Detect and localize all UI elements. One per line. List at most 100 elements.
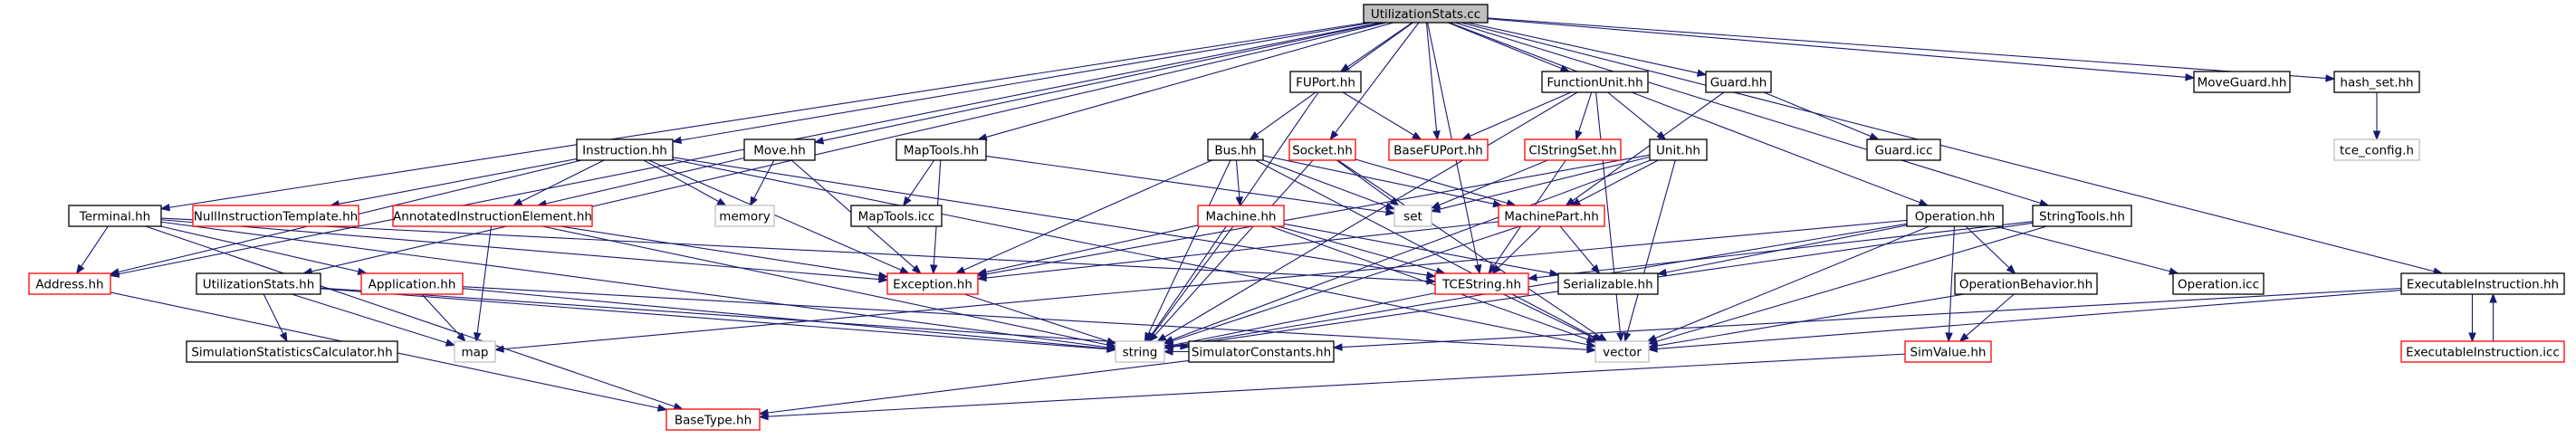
node-nullinstructiontemplate-hh[interactable]: NullInstructionTemplate.hh <box>192 205 359 227</box>
node-label: tce_config.h <box>2340 144 2414 158</box>
edge-arrowhead <box>1432 130 1441 141</box>
node-terminal-hh[interactable]: Terminal.hh <box>68 205 162 227</box>
edge-operation-hh-to-string <box>1163 223 1908 350</box>
node-application-hh[interactable]: Application.hh <box>360 272 464 295</box>
node-simulationstatisticscalculator-hh[interactable]: SimulationStatisticsCalculator.hh <box>186 340 398 363</box>
node-label: SimValue.hh <box>1910 346 1987 360</box>
edge-guard-hh-to-guard-icc <box>1763 91 1880 140</box>
node-box <box>1434 272 1529 295</box>
node-basetype-hh[interactable]: BaseType.hh <box>666 408 761 431</box>
edge-line <box>320 288 1108 350</box>
node-machine-hh[interactable]: Machine.hh <box>1197 205 1285 227</box>
edge-simvalue-hh-to-basetype-hh <box>758 353 1906 421</box>
node-executableinstruction-hh[interactable]: ExecutableInstruction.hh <box>2400 272 2565 295</box>
edge-line <box>160 217 1428 282</box>
edge-machine-hh-to-string <box>1146 225 1234 343</box>
edge-machinepart-hh-to-tcestring-hh <box>1491 225 1542 274</box>
node-instruction-hh[interactable]: Instruction.hh <box>576 138 674 161</box>
edge-line <box>753 159 775 199</box>
edge-arrowhead <box>878 275 889 283</box>
node-unit-hh[interactable]: Unit.hh <box>1649 138 1708 161</box>
node-label: Instruction.hh <box>582 144 667 158</box>
node-box <box>1524 138 1622 161</box>
node-executableinstruction-icc[interactable]: ExecutableInstruction.icc <box>2400 340 2565 363</box>
node-machinepart-hh[interactable]: MachinePart.hh <box>1498 205 1605 227</box>
node-socket-hh[interactable]: Socket.hh <box>1288 138 1356 161</box>
node-box <box>850 205 943 227</box>
edge-line <box>1164 91 1578 338</box>
edge-arrowhead <box>1474 263 1482 275</box>
edge-arrowhead <box>1426 277 1437 285</box>
node-hash-set-hh[interactable]: hash_set.hh <box>2333 71 2420 93</box>
edge-line <box>1995 225 2170 272</box>
node-bus-hh[interactable]: Bus.hh <box>1207 138 1264 161</box>
node-basefuport-hh[interactable]: BaseFUPort.hh <box>1388 138 1489 161</box>
node-box <box>1866 138 1941 161</box>
node-label: Guard.icc <box>1874 144 1932 158</box>
node-moveguard-hh[interactable]: MoveGuard.hh <box>2193 71 2291 93</box>
node-utilizationstats-cc[interactable]: UtilizationStats.cc <box>1363 4 1489 24</box>
edge-line <box>1342 91 1414 136</box>
edge-machine-hh-to-tcestring-hh <box>1278 225 1447 275</box>
edge-arrowhead <box>1647 338 1659 346</box>
edge-line <box>1965 225 2010 269</box>
node-maptools-icc[interactable]: MapTools.icc <box>850 205 943 227</box>
node-utilizationstats-hh[interactable]: UtilizationStats.hh <box>196 272 321 295</box>
node-label: Terminal.hh <box>79 210 150 224</box>
node-exception-hh[interactable]: Exception.hh <box>886 272 979 295</box>
node-stringtools-hh[interactable]: StringTools.hh <box>2032 205 2132 227</box>
node-operation-icc[interactable]: Operation.icc <box>2172 272 2265 295</box>
node-address-hh[interactable]: Address.hh <box>28 272 111 295</box>
node-guard-hh[interactable]: Guard.hh <box>1705 71 1772 93</box>
node-functionunit-hh[interactable]: FunctionUnit.hh <box>1541 71 1649 93</box>
edge-bus-hh-to-string <box>1144 159 1231 343</box>
edge-line <box>1172 159 1652 340</box>
edge-line <box>462 286 1588 350</box>
node-move-hh[interactable]: Move.hh <box>743 138 816 161</box>
edge-line <box>1425 22 1438 132</box>
edge-arrowhead <box>1565 197 1575 206</box>
node-box <box>186 340 398 363</box>
edge-utilizationstats-cc-to-socket-hh <box>1329 22 1420 141</box>
edge-utilizationstats-cc-to-terminal-hh <box>159 22 1367 212</box>
edge-application-hh-to-map <box>421 293 466 343</box>
edge-arrowhead <box>954 266 966 274</box>
edge-line <box>907 159 935 199</box>
node-serializable-hh[interactable]: Serializable.hh <box>1557 272 1659 295</box>
edge-line <box>1470 91 1572 137</box>
edge-arrowhead <box>1527 273 1537 282</box>
node-box <box>2400 272 2565 295</box>
edge-arrowhead <box>1106 337 1117 345</box>
edge-line <box>1487 18 2187 78</box>
node-operation-hh[interactable]: Operation.hh <box>1906 205 2004 227</box>
node-cistringset-hh[interactable]: CIStringSet.hh <box>1524 138 1622 161</box>
edge-line <box>145 225 675 407</box>
node-label: TCEString.hh <box>1441 278 1521 292</box>
edge-line <box>1948 225 1955 334</box>
node-fuport-hh[interactable]: FUPort.hh <box>1289 71 1362 93</box>
node-simvalue-hh[interactable]: SimValue.hh <box>1904 340 1992 363</box>
edge-unit-hh-to-string <box>1163 159 1652 343</box>
edge-arrowhead <box>109 268 120 276</box>
node-label: CIStringSet.hh <box>1528 144 1616 158</box>
edge-line <box>767 353 1906 417</box>
edge-arrowhead <box>1585 340 1597 348</box>
node-tcestring-hh[interactable]: TCEString.hh <box>1434 272 1529 295</box>
edge-line <box>1172 292 1436 346</box>
node-annotatedinstructionelement-hh[interactable]: AnnotatedInstructionElement.hh <box>392 205 593 227</box>
node-operationbehavior-hh[interactable]: OperationBehavior.hh <box>1954 272 2098 295</box>
node-simulatorconstants-hh[interactable]: SimulatorConstants.hh <box>1188 340 1335 363</box>
edge-line <box>1262 155 1494 205</box>
edge-arrowhead <box>1329 129 1339 141</box>
node-label: MapTools.icc <box>858 210 935 224</box>
edge-line <box>985 155 1387 213</box>
edge-line <box>1626 159 1676 334</box>
edge-line <box>1607 91 1660 135</box>
node-maptools-hh[interactable]: MapTools.hh <box>895 138 987 161</box>
node-label: Operation.hh <box>1915 210 1996 224</box>
edge-bus-hh-to-set <box>1262 159 1396 210</box>
edge-application-hh-to-string <box>462 288 1117 353</box>
node-box <box>1188 340 1335 363</box>
node-guard-icc[interactable]: Guard.icc <box>1866 138 1941 161</box>
edge-instruction-hh-to-vector <box>672 158 1597 348</box>
